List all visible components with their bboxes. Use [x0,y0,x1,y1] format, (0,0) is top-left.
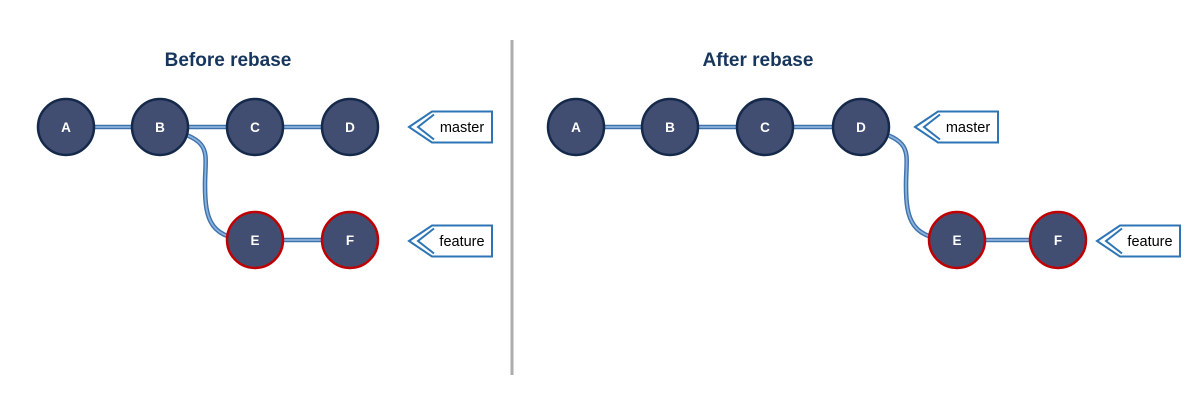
commit-node-label-c: C [760,120,770,135]
commit-node-c [225,97,285,157]
commit-node-a [546,97,606,157]
commit-node-label-f: F [346,233,354,248]
commit-node-label-e: E [250,233,259,248]
commit-node-d [320,97,380,157]
branch-curve-core [159,126,256,241]
tag-chevron-icon [416,227,435,255]
tag-chevron-icon [1104,227,1123,255]
branch-tag-feature [407,224,493,258]
commit-node-label-c: C [250,120,260,135]
tag-chevron-icon [416,113,435,141]
branch-tag-label-master: master [440,120,484,136]
commit-node-label-d: D [856,120,866,135]
commit-node-label-e: E [952,233,961,248]
branch-tag-feature [1095,224,1181,258]
commit-node-label-b: B [665,120,675,135]
commit-node-label-b: B [155,120,165,135]
commit-node-label-a: A [61,120,71,135]
branch-tag-label-master: master [946,120,990,136]
branch-tag-label-feature: feature [1127,234,1172,250]
commit-node-b [130,97,190,157]
commit-node-e [225,210,285,270]
panel-title: After rebase [703,50,814,71]
commit-node-label-a: A [571,120,581,135]
commit-node-d [831,97,891,157]
commit-node-b [640,97,700,157]
commit-node-label-d: D [345,120,355,135]
branch-curve-core [860,126,958,241]
branch-tag-master [407,110,493,144]
commit-node-f [1028,210,1088,270]
commit-node-e [927,210,987,270]
commit-node-f [320,210,380,270]
branch-tag-master [913,110,999,144]
commit-node-label-f: F [1054,233,1062,248]
panel-title: Before rebase [165,50,292,71]
branch-tag-label-feature: feature [439,234,484,250]
commit-node-a [36,97,96,157]
commit-node-c [735,97,795,157]
tag-chevron-icon [922,113,941,141]
